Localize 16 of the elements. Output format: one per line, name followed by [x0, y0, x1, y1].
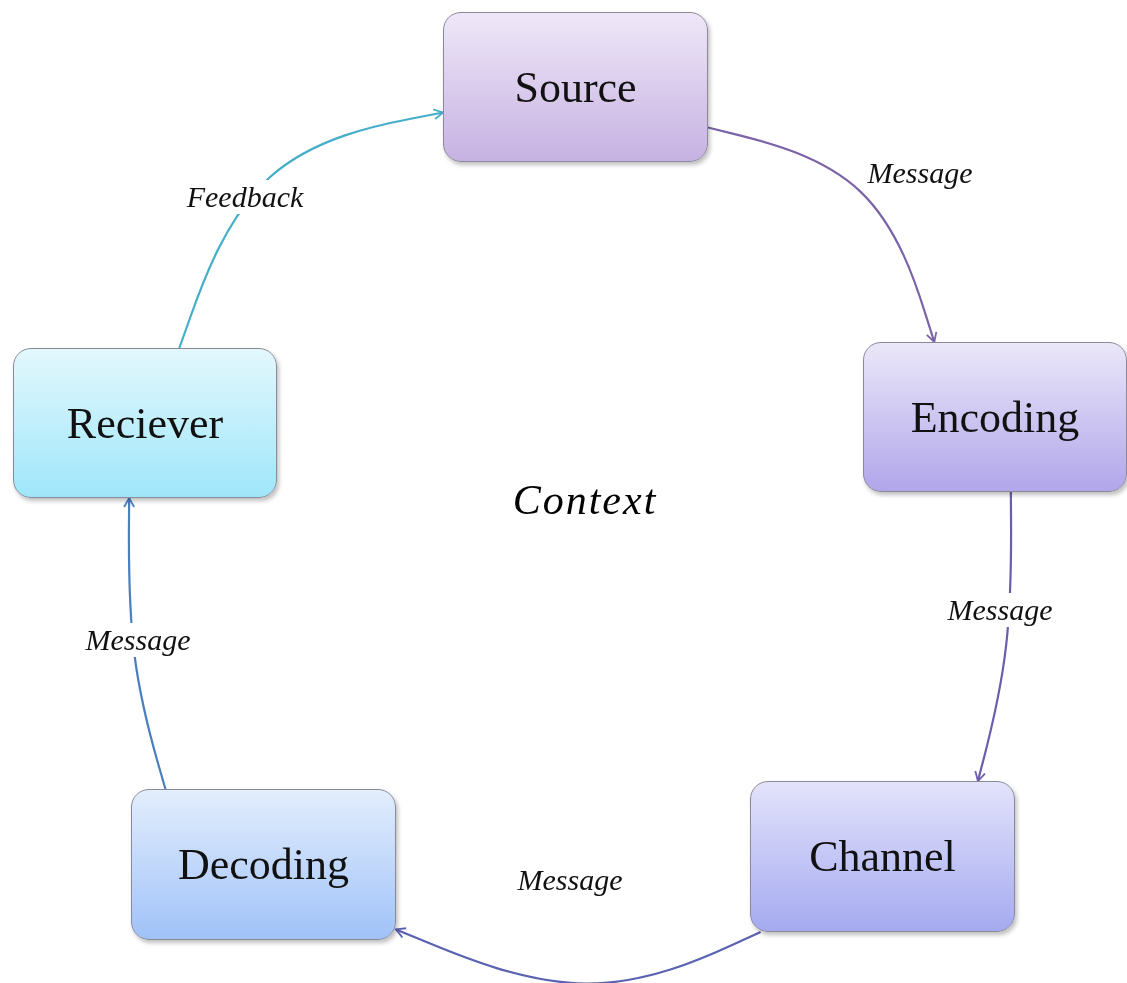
arrow [395, 927, 762, 983]
center-label: Context [512, 476, 658, 524]
arrow [123, 497, 167, 790]
box-label: Channel [809, 831, 956, 882]
box-label: Source [514, 61, 637, 113]
process-box [131, 789, 396, 940]
process-box [443, 12, 708, 162]
box-label: Reciever [66, 397, 224, 449]
arrow [974, 492, 1013, 782]
process-box [13, 348, 277, 498]
box-label: Decoding [177, 839, 350, 890]
arrow [707, 126, 938, 343]
arrow [178, 108, 444, 349]
box-label: Encoding [910, 391, 1080, 443]
process-box [863, 342, 1127, 492]
process-box [750, 781, 1015, 932]
